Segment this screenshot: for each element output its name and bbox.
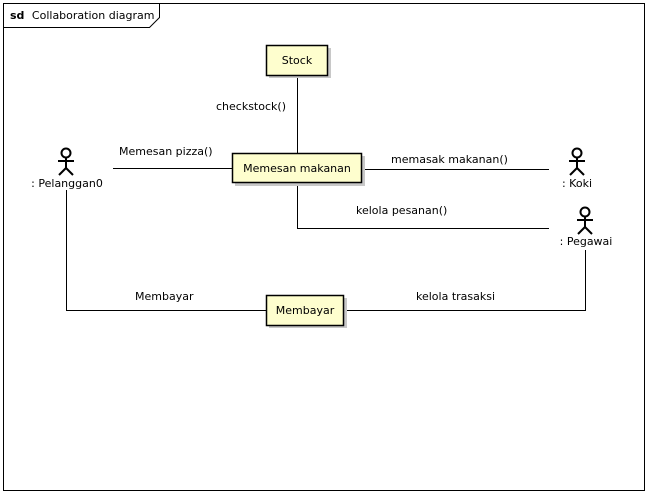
actor-customer-label: : Pelanggan0	[31, 177, 103, 190]
actor-cook[interactable]: : Koki	[562, 147, 592, 191]
object-pay-label: Membayar	[276, 304, 335, 317]
diagram-frame	[3, 3, 645, 491]
message-check-stock: checkstock()	[216, 100, 286, 113]
message-pay: Membayar	[135, 290, 194, 303]
frame-title-tab	[3, 3, 160, 28]
actor-employee[interactable]: : Pegawai	[560, 206, 613, 249]
message-cook-food: memasak makanan()	[391, 153, 508, 166]
link-pay-employee	[345, 250, 586, 311]
object-stock-box	[265, 44, 329, 77]
message-manage-transaction: kelola trasaksi	[416, 290, 495, 303]
actor-cook-label: : Koki	[562, 177, 592, 190]
link-customer-pay	[66, 190, 266, 311]
stick-figure-icon	[58, 147, 74, 176]
actor-employee-label: : Pegawai	[560, 235, 613, 248]
frame-title: sd Collaboration diagram	[10, 9, 154, 22]
object-order-box	[231, 152, 363, 184]
stick-figure-icon	[569, 147, 585, 176]
object-pay-box	[265, 294, 345, 327]
connectors	[66, 77, 586, 311]
frame-name: Collaboration diagram	[32, 9, 155, 22]
link-order-employee	[297, 183, 549, 229]
object-order[interactable]: Memesan makanan	[231, 152, 366, 187]
stick-figure-icon	[577, 206, 593, 235]
object-stock-label: Stock	[282, 54, 313, 67]
object-pay[interactable]: Membayar	[265, 294, 348, 329]
frame-keyword: sd	[10, 9, 24, 22]
object-order-label: Memesan makanan	[243, 162, 351, 175]
message-manage-order: kelola pesanan()	[356, 204, 447, 217]
actor-customer[interactable]: : Pelanggan0	[31, 147, 103, 191]
message-order-pizza: Memesan pizza()	[119, 145, 213, 158]
object-stock[interactable]: Stock	[265, 44, 332, 79]
